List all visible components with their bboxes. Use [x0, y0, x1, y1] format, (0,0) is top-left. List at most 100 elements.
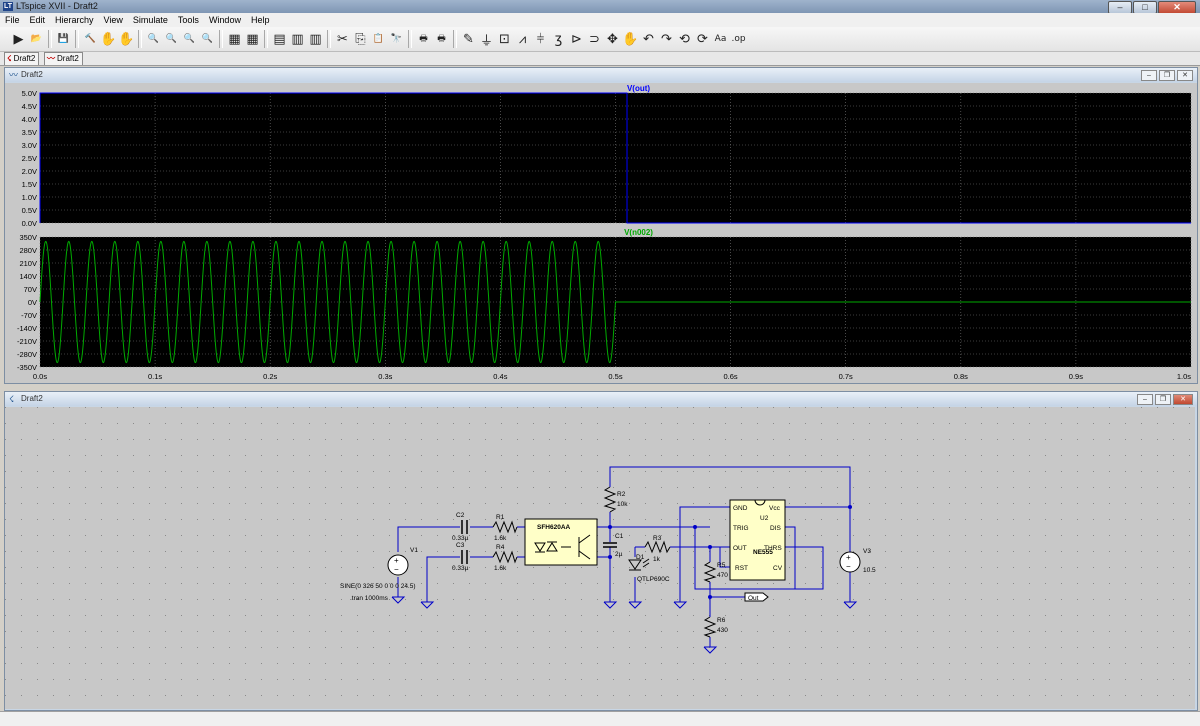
- menu-simulate[interactable]: Simulate: [132, 15, 168, 25]
- schematic-minimize-button[interactable]: –: [1137, 394, 1153, 405]
- drag-icon[interactable]: ✋: [622, 31, 639, 47]
- waveform-icon: 〰: [9, 70, 19, 80]
- paste-icon[interactable]: 📋: [372, 34, 385, 44]
- spice-directive-icon[interactable]: .op: [731, 34, 746, 44]
- y-tick-label: 2.5V: [22, 154, 37, 163]
- series-title-0[interactable]: V(out): [627, 84, 650, 93]
- control-panel-icon[interactable]: 🔨: [84, 34, 97, 44]
- schematic-canvas[interactable]: + − + −: [5, 407, 1195, 709]
- pin-rst: RST: [735, 565, 748, 572]
- y-tick-label: 1.5V: [22, 180, 37, 189]
- diode-d1[interactable]: [628, 558, 650, 571]
- menu-tools[interactable]: Tools: [177, 15, 199, 25]
- text-icon[interactable]: Aa: [714, 34, 727, 44]
- diode-icon[interactable]: ⊳: [571, 31, 582, 47]
- resistor-r6[interactable]: [703, 616, 717, 638]
- label-c1: C1: [615, 533, 624, 540]
- resistor-r4[interactable]: [492, 550, 518, 564]
- y-tick-label: -350V: [17, 363, 37, 372]
- y-tick-label: 140V: [19, 272, 37, 281]
- inductor-icon[interactable]: ʒ: [554, 31, 563, 47]
- waveform-window-titlebar[interactable]: 〰 Draft2 – ❐ ✕: [5, 68, 1197, 82]
- plot-restore-button[interactable]: ❐: [1159, 70, 1175, 81]
- plot-minimize-button[interactable]: –: [1141, 70, 1157, 81]
- resistor-icon[interactable]: ⩘: [518, 31, 527, 47]
- draw-wire-icon[interactable]: ✎: [463, 31, 474, 47]
- ground-icon[interactable]: ⏚: [479, 33, 493, 49]
- move-icon[interactable]: ✥: [607, 31, 618, 47]
- waveform-plot[interactable]: 5.0V4.5V4.0V3.5V3.0V2.5V2.0V1.5V1.0V0.5V…: [5, 83, 1197, 383]
- print-setup-icon[interactable]: 🖶: [419, 34, 428, 44]
- find-icon[interactable]: 🔭: [390, 34, 403, 44]
- voltage-source-v3[interactable]: + −: [839, 551, 861, 573]
- value-r3: 1k: [653, 556, 661, 563]
- y-tick-label: 0V: [28, 298, 37, 307]
- svg-text:+: +: [394, 556, 399, 565]
- capacitor-icon[interactable]: ⫩: [536, 31, 545, 47]
- svg-text:−: −: [394, 565, 399, 574]
- cut-icon[interactable]: ✂: [337, 31, 348, 47]
- tab-schematic[interactable]: ☇Draft2: [4, 52, 40, 65]
- component-icon[interactable]: ⊃: [589, 31, 600, 47]
- label-net-icon[interactable]: ⊡: [499, 31, 510, 47]
- resistor-r1[interactable]: [492, 520, 518, 534]
- tab-waveform[interactable]: 〰Draft2: [44, 52, 83, 65]
- menu-edit[interactable]: Edit: [29, 15, 46, 25]
- net-label-out[interactable]: [744, 592, 769, 602]
- halt-icon[interactable]: ✋: [100, 31, 117, 47]
- label-r1: R1: [496, 514, 505, 521]
- cascade-icon[interactable]: ▥: [291, 31, 304, 47]
- capacitor-c1[interactable]: [603, 542, 617, 548]
- menu-window[interactable]: Window: [208, 15, 241, 25]
- capacitor-c2[interactable]: [461, 520, 468, 534]
- label-d1: D1: [636, 554, 645, 561]
- autorange-icon[interactable]: ▦: [228, 31, 241, 47]
- schematic-restore-button[interactable]: ❐: [1155, 394, 1171, 405]
- maximize-button[interactable]: □: [1133, 1, 1157, 14]
- zoom-in-icon[interactable]: 🔍: [147, 34, 160, 44]
- run-icon[interactable]: ▶: [13, 31, 24, 47]
- zoom-fit-icon[interactable]: 🔍: [201, 34, 214, 44]
- ic-ne555[interactable]: [729, 499, 786, 581]
- y-tick-label: -280V: [17, 350, 37, 359]
- pan-icon[interactable]: ✋: [118, 31, 135, 47]
- open-icon[interactable]: 📂: [30, 34, 43, 44]
- tile-horizontal-icon[interactable]: ▤: [273, 31, 286, 47]
- voltage-source-v1[interactable]: + −: [387, 554, 409, 576]
- mark-icon[interactable]: ▦: [246, 31, 259, 47]
- capacitor-c3[interactable]: [461, 550, 468, 564]
- spice-directive-tran: .tran 1000ms: [350, 595, 389, 602]
- schematic-window-titlebar[interactable]: ☇ Draft2 – ❐ ✕: [5, 392, 1197, 406]
- label-c2: C2: [456, 512, 465, 519]
- label-ne555: NE555: [753, 549, 773, 556]
- zoom-pan-icon[interactable]: 🔍: [165, 34, 178, 44]
- print-icon[interactable]: 🖶: [437, 34, 446, 44]
- label-v3: V3: [863, 548, 871, 555]
- zoom-out-icon[interactable]: 🔍: [183, 34, 196, 44]
- resistor-r3[interactable]: [644, 540, 671, 554]
- save-icon[interactable]: 💾: [57, 34, 70, 44]
- value-c1: 2µ: [615, 551, 623, 558]
- mirror-icon[interactable]: ⟳: [697, 31, 708, 47]
- rotate-icon[interactable]: ⟲: [679, 31, 690, 47]
- menu-file[interactable]: File: [5, 15, 20, 25]
- plot-close-button[interactable]: ✕: [1177, 70, 1193, 81]
- series-title-1[interactable]: V(n002): [624, 228, 653, 237]
- undo-icon[interactable]: ↶: [643, 31, 654, 47]
- copy-icon[interactable]: ⎘: [355, 31, 366, 47]
- label-r2: R2: [617, 491, 626, 498]
- menu-help[interactable]: Help: [250, 15, 270, 25]
- redo-icon[interactable]: ↷: [661, 31, 672, 47]
- svg-text:−: −: [846, 562, 851, 571]
- pin-dis: DIS: [770, 525, 782, 532]
- value-r4: 1.6k: [494, 565, 507, 572]
- menu-view[interactable]: View: [103, 15, 123, 25]
- tile-vertical-icon[interactable]: ▥: [309, 31, 322, 47]
- toolbar-separator: [327, 30, 331, 48]
- schematic-close-button[interactable]: ✕: [1173, 394, 1193, 405]
- y-tick-label: 350V: [19, 233, 37, 242]
- optocoupler-sfh620aa[interactable]: [524, 518, 598, 566]
- resistor-r5[interactable]: [703, 561, 717, 583]
- menu-hierarchy[interactable]: Hierarchy: [55, 15, 94, 25]
- resistor-r2[interactable]: [603, 486, 617, 513]
